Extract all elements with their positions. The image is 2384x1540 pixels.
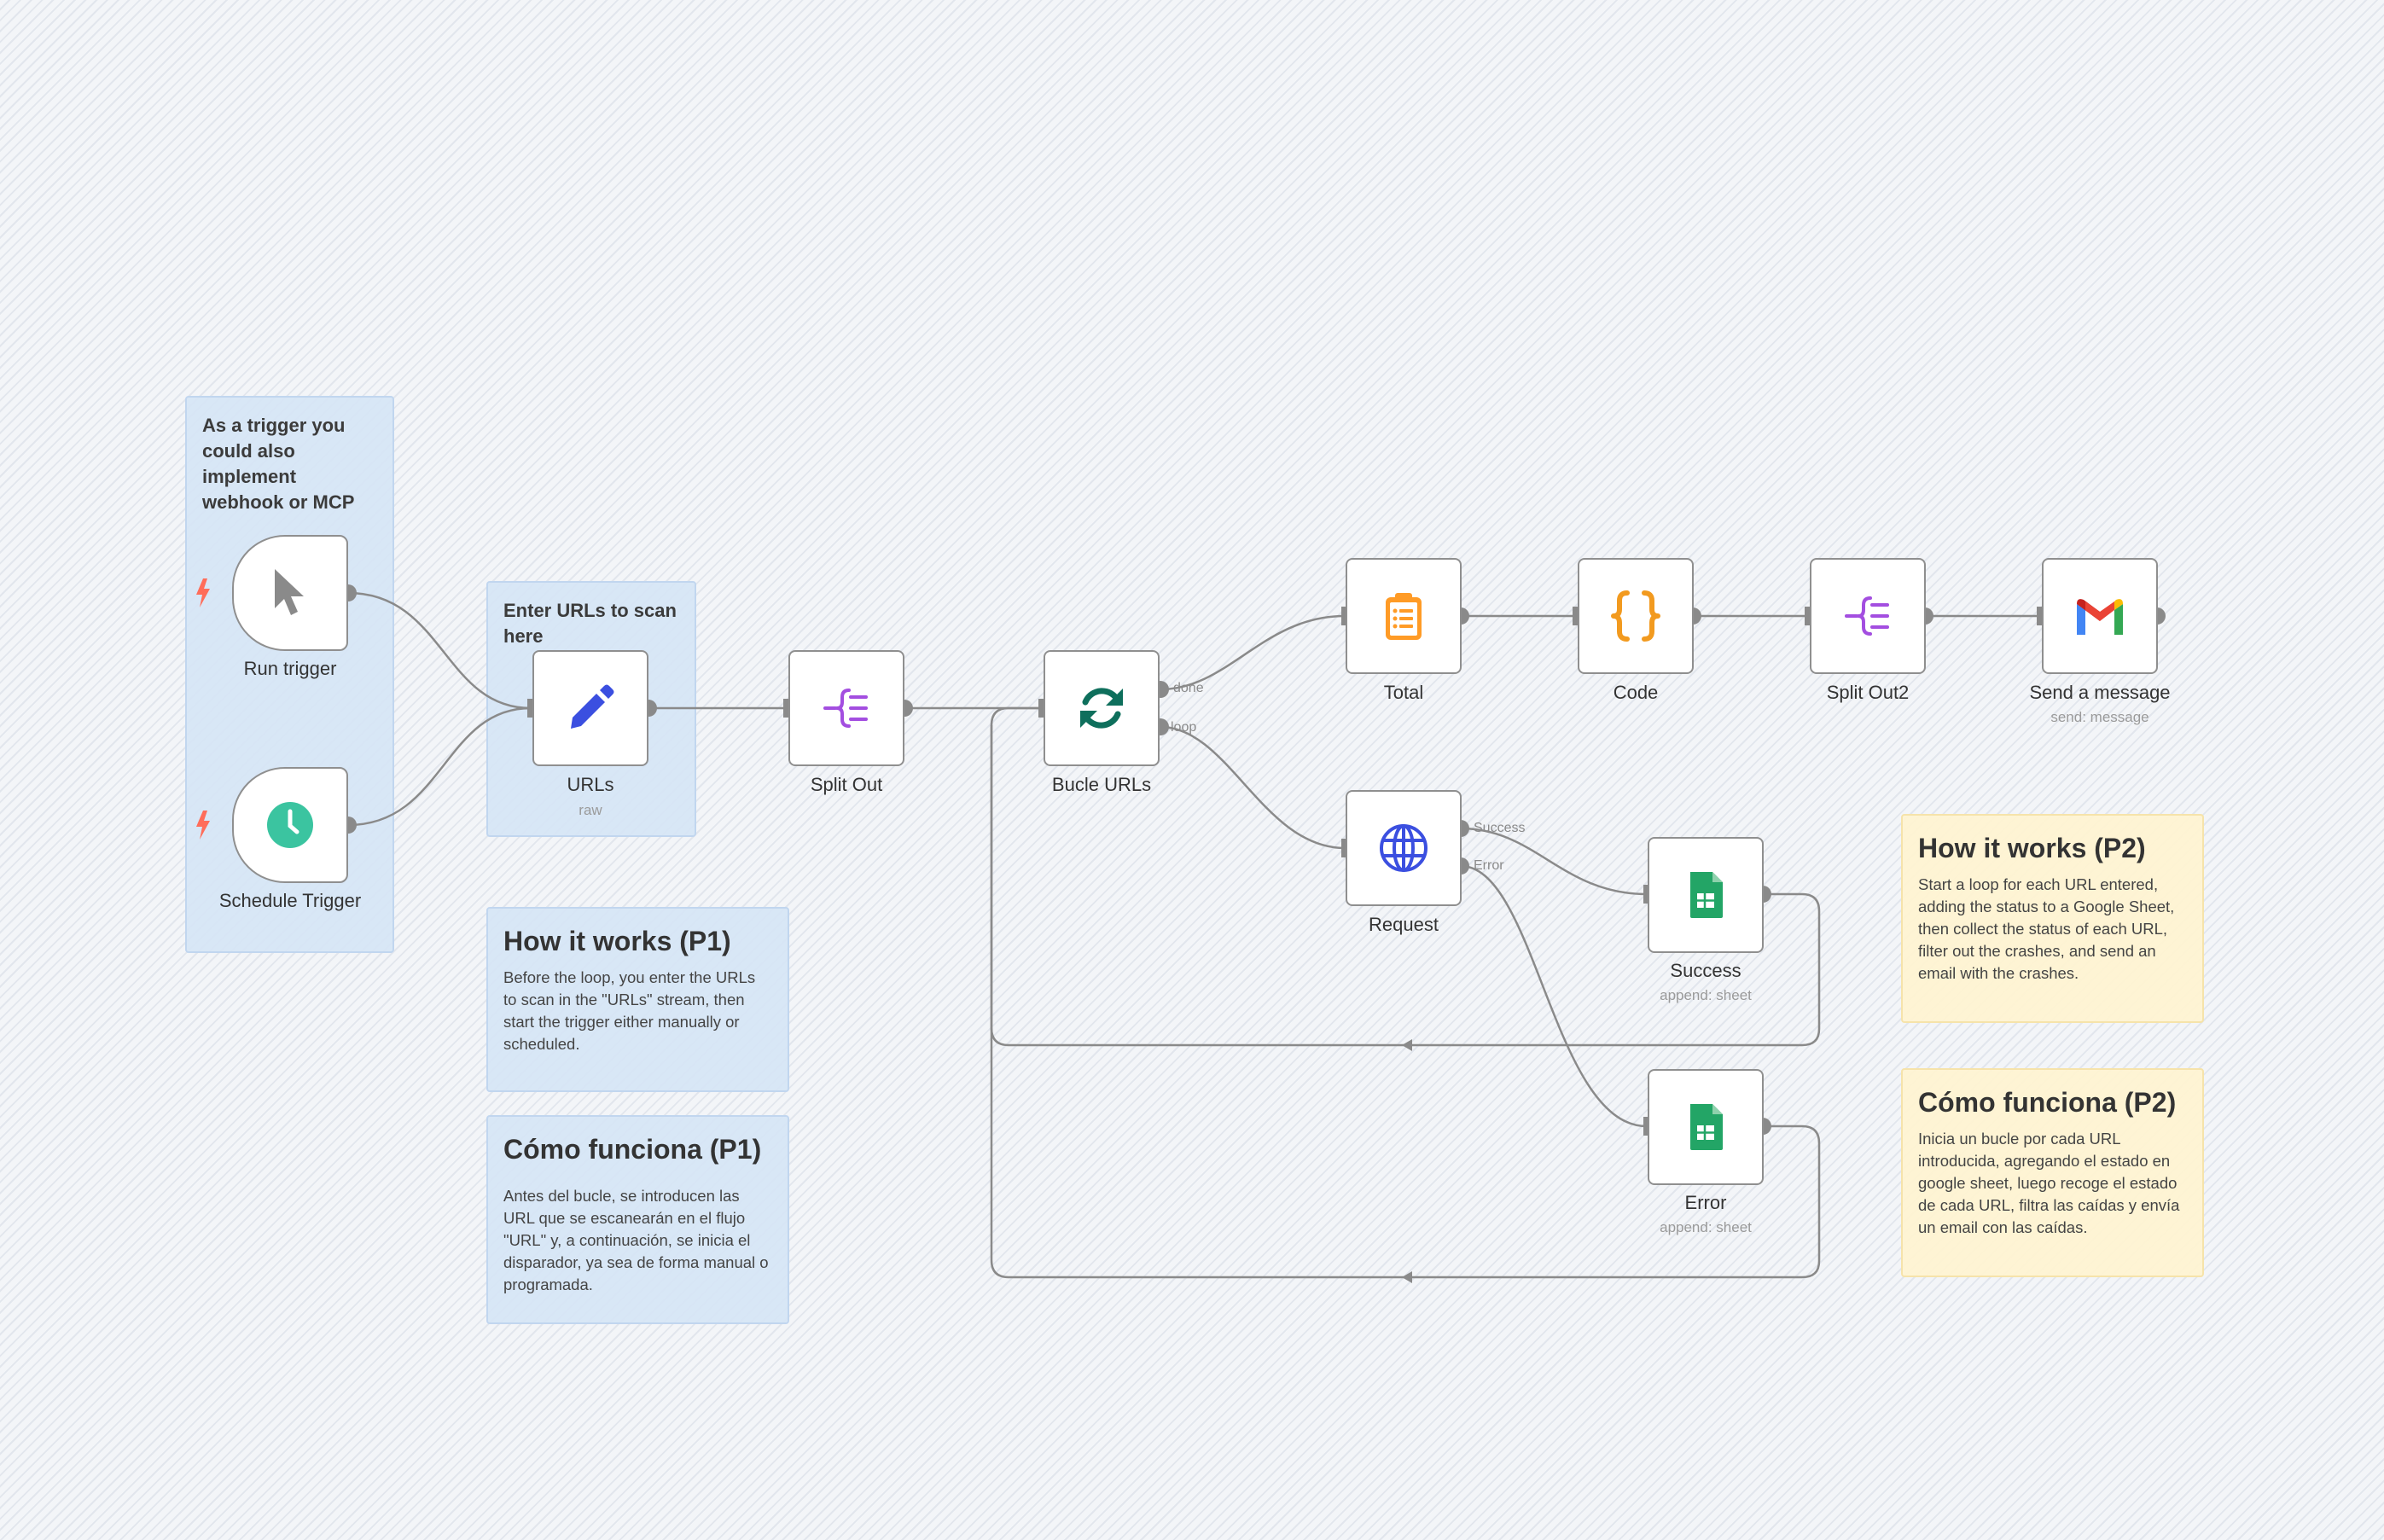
sticky-como-funciona-p2[interactable]: Cómo funciona (P2) Inicia un bucle por c… [1901,1068,2204,1277]
port-label-loop: loop [1171,720,1197,735]
sticky-heading: How it works (P1) [503,926,731,956]
trigger-bolt-icon [196,578,210,607]
port-label-success: Success [1474,821,1526,835]
node-label-code: Code [1613,682,1659,703]
cursor-icon [275,569,304,615]
node-label-schedule-trigger: Schedule Trigger [218,890,362,911]
node-label-bucle-urls: Bucle URLs [1051,774,1152,795]
node-label-split-out2: Split Out2 [1826,682,1910,703]
braces-icon [1611,590,1660,642]
node-schedule-trigger[interactable] [232,767,348,883]
edge-loop-to-request [1160,725,1346,850]
edge-request-success-to-sheet [1460,827,1648,896]
node-error-sheet[interactable] [1648,1069,1764,1185]
globe-icon [1380,824,1427,872]
sticky-trigger-note-text: As a trigger you could also implement we… [202,415,355,513]
edge-run-trigger-to-urls [347,591,532,710]
sheets-icon [1690,1104,1723,1150]
node-subtitle-urls: raw [579,802,602,818]
node-code[interactable] [1578,558,1694,674]
sticky-heading: Cómo funciona (P2) [1918,1087,2177,1118]
node-subtitle-success: append: sheet [1660,987,1752,1003]
node-urls[interactable] [532,650,648,766]
sticky-how-it-works-p1[interactable]: How it works (P1) Before the loop, you e… [486,907,789,1092]
loop-icon [1080,688,1123,729]
pencil-icon [571,684,614,729]
node-label-request: Request [1369,914,1439,935]
node-label-run-trigger: Run trigger [243,658,337,679]
node-subtitle-send-message: send: message [2050,709,2149,725]
edge-done-to-total [1160,614,1346,691]
input-port-markers [527,607,2042,1136]
clipboard-icon [1386,593,1422,640]
edge-schedule-to-urls [347,706,532,827]
edge-error-loopback [990,725,1821,1279]
sticky-body: Antes del bucle, se introducen las URL q… [503,1187,769,1293]
node-split-out2[interactable] [1810,558,1926,674]
port-label-error: Error [1474,858,1504,873]
node-label-total: Total [1383,682,1424,703]
sticky-how-it-works-p2[interactable]: How it works (P2) Start a loop for each … [1901,814,2204,1023]
split-icon [1845,596,1889,636]
sticky-como-funciona-p1[interactable]: Cómo funciona (P1) Antes del bucle, se i… [486,1115,789,1324]
sticky-body: Start a loop for each URL entered, addin… [1918,875,2175,982]
edge-request-error-to-sheet [1460,864,1648,1128]
split-icon [823,689,868,728]
node-label-send-message: Send a message [2029,682,2171,703]
port-label-done: done [1173,681,1204,695]
node-request[interactable] [1346,790,1462,906]
sticky-body: Inicia un bucle por cada URL introducida… [1918,1130,2180,1236]
node-split-out[interactable] [788,650,904,766]
node-send-message[interactable] [2042,558,2158,674]
node-label-error: Error [1684,1192,1727,1213]
node-label-split-out: Split Out [810,774,883,795]
sticky-heading: How it works (P2) [1918,833,2146,863]
sheets-icon [1690,872,1723,918]
node-subtitle-error: append: sheet [1660,1219,1752,1235]
node-success-sheet[interactable] [1648,837,1764,953]
sticky-heading: Cómo funciona (P1) [503,1134,762,1165]
sticky-urls-note-text: Enter URLs to scan here [503,600,677,647]
gmail-icon [2077,599,2123,635]
node-label-success: Success [1670,960,1741,981]
node-total[interactable] [1346,558,1462,674]
node-run-trigger[interactable] [232,535,348,651]
clock-icon [267,802,313,848]
node-label-urls: URLs [567,774,614,795]
trigger-bolt-icon [196,811,210,840]
sticky-body: Before the loop, you enter the URLs to s… [503,968,756,1053]
node-bucle-urls[interactable] [1044,650,1160,766]
